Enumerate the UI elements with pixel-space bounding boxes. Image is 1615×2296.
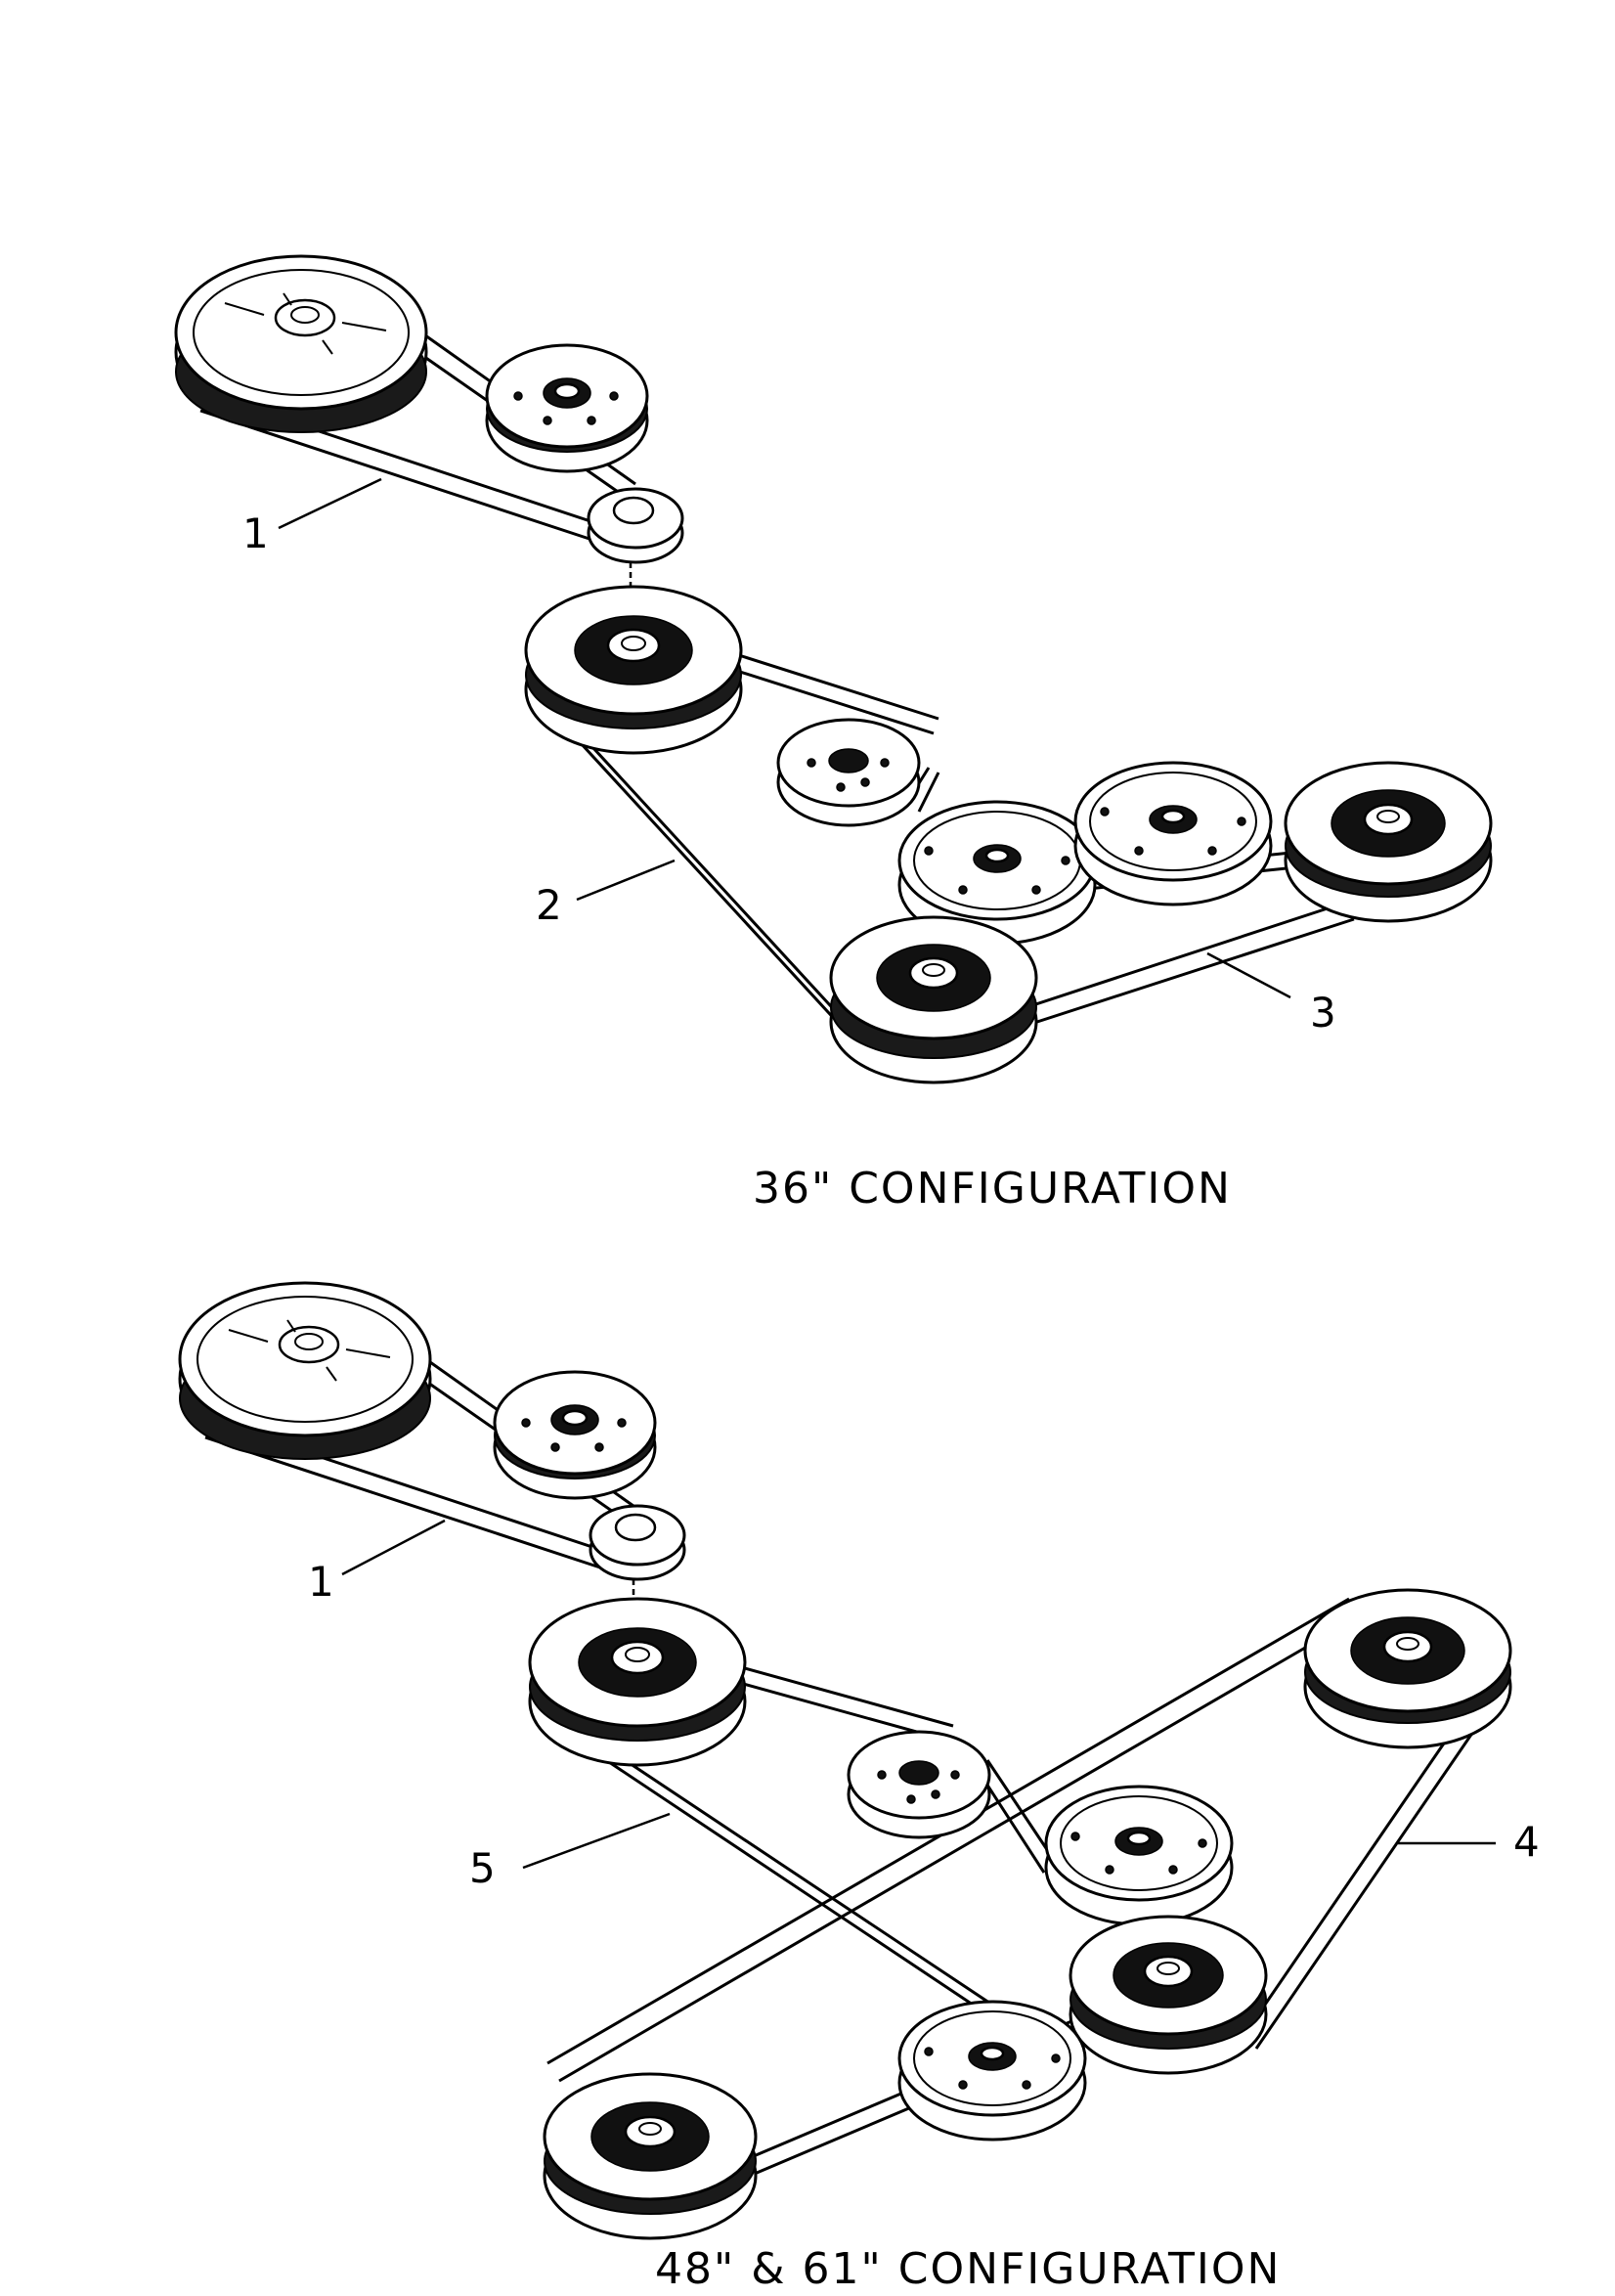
deck-middle-pulley-bottom <box>1069 1915 1268 2075</box>
idler-pulley-top <box>485 343 649 473</box>
callout-5: 5 <box>469 1844 496 1892</box>
callout-2: 2 <box>536 881 562 929</box>
small-drive-pulley-bottom <box>589 1504 686 1633</box>
config-36-drawing: 1 2 3 36" CONFIGURATION <box>174 254 1493 1214</box>
deck-top-right-pulley-bottom <box>1303 1588 1512 1749</box>
callout-1-bottom: 1 <box>308 1558 334 1606</box>
small-drive-pulley-top <box>587 487 684 621</box>
callout-3: 3 <box>1310 989 1336 1037</box>
engine-pulley-top <box>174 254 428 433</box>
callout-4: 4 <box>1513 1818 1540 1866</box>
idler-pulley-bottom <box>493 1370 657 1500</box>
caption-36-configuration: 36" CONFIGURATION <box>753 1164 1232 1214</box>
caption-48-61-configuration: 48" & 61" CONFIGURATION <box>655 2244 1281 2294</box>
deck-spindle-pulley-mid-top <box>897 800 1097 946</box>
callout-5-leader <box>522 1812 671 1870</box>
deck-spindle-pulley-right-bottom <box>1044 1785 1234 1926</box>
deck-idler-pulley-bottom <box>847 1730 991 1839</box>
deck-spindle-pulley-right-top <box>1073 761 1273 906</box>
deck-right-pulley-top <box>1284 761 1493 923</box>
deck-center-pulley-bottom <box>528 1597 747 1767</box>
engine-pulley-bottom <box>178 1281 432 1460</box>
callout-2-leader <box>576 859 676 902</box>
callout-1-leader-bottom <box>341 1519 446 1576</box>
deck-idler-pulley-top <box>776 718 921 827</box>
deck-bottom-left-pulley-bottom <box>543 2072 758 2240</box>
callout-1-top: 1 <box>242 509 269 557</box>
deck-lower-pulley-top <box>829 915 1038 1084</box>
deck-spindle-pulley-lower-bottom <box>897 2000 1087 2141</box>
callout-1-leader-top <box>278 477 382 530</box>
deck-center-pulley-top <box>524 585 743 755</box>
callout-3-leader <box>1206 951 1291 999</box>
config-48-61-drawing: 1 5 4 48" & 61" CONFIGURATION <box>178 1281 1540 2294</box>
